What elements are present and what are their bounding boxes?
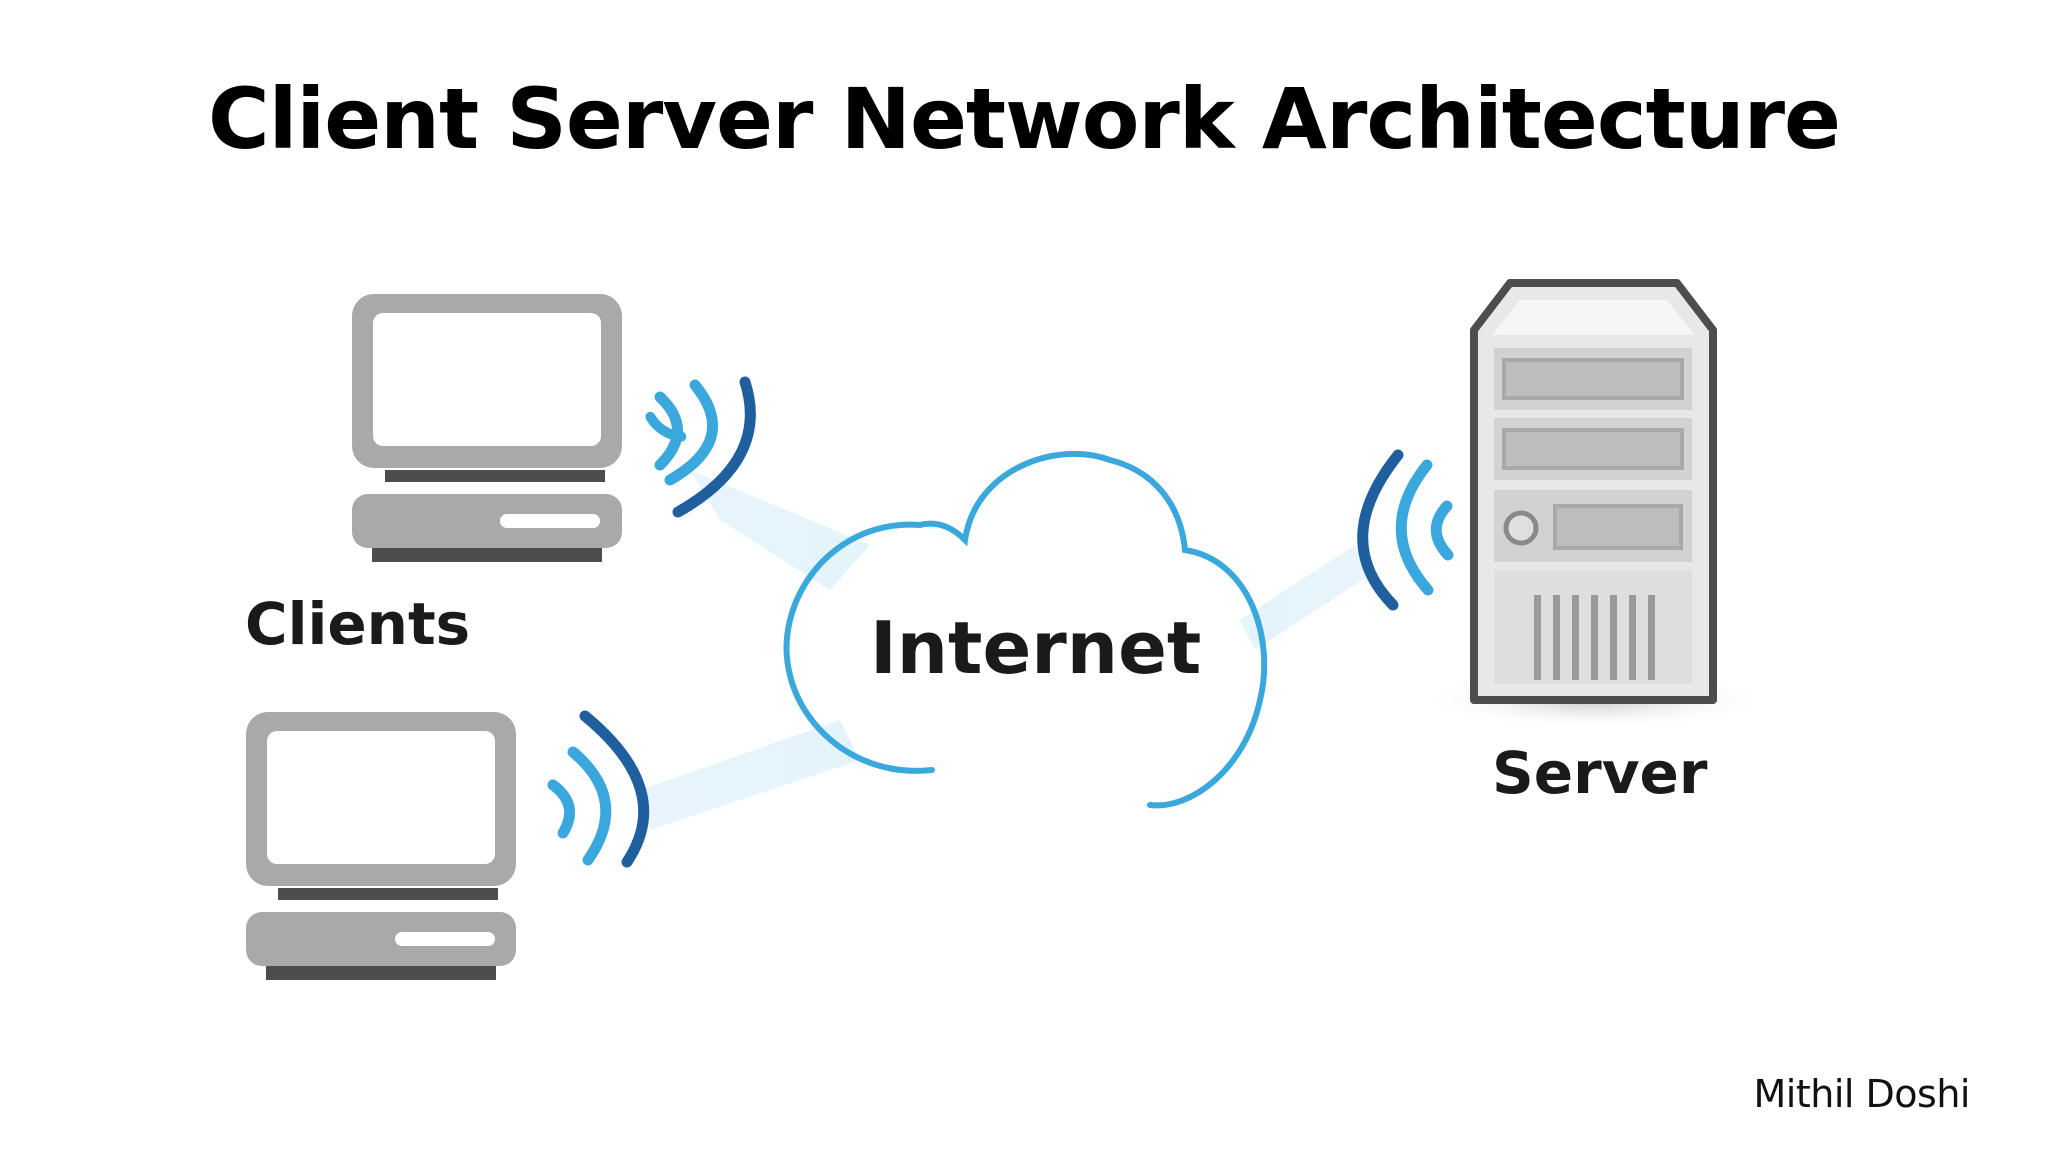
wireless-signal-icon bbox=[645, 376, 756, 518]
desktop-computer-icon bbox=[352, 294, 622, 562]
clients-label: Clients bbox=[245, 590, 470, 658]
server-vents bbox=[1534, 595, 1655, 680]
server-label: Server bbox=[1492, 739, 1708, 807]
wireless-signal-icon bbox=[547, 710, 650, 868]
internet-label: Internet bbox=[870, 606, 1201, 690]
beam-client-bottom bbox=[640, 720, 860, 830]
client-computer-top bbox=[352, 294, 622, 562]
cloud-icon bbox=[783, 450, 1268, 809]
desktop-computer-icon bbox=[246, 712, 516, 980]
wireless-signal-icon bbox=[1357, 449, 1454, 611]
author-credit: Mithil Doshi bbox=[1753, 1072, 1971, 1116]
client-computer-bottom bbox=[246, 712, 516, 980]
server-tower bbox=[1420, 279, 1770, 730]
server-tower-icon bbox=[1470, 279, 1717, 704]
page-title: Client Server Network Architecture bbox=[207, 70, 1841, 168]
beam-server bbox=[1240, 545, 1370, 650]
